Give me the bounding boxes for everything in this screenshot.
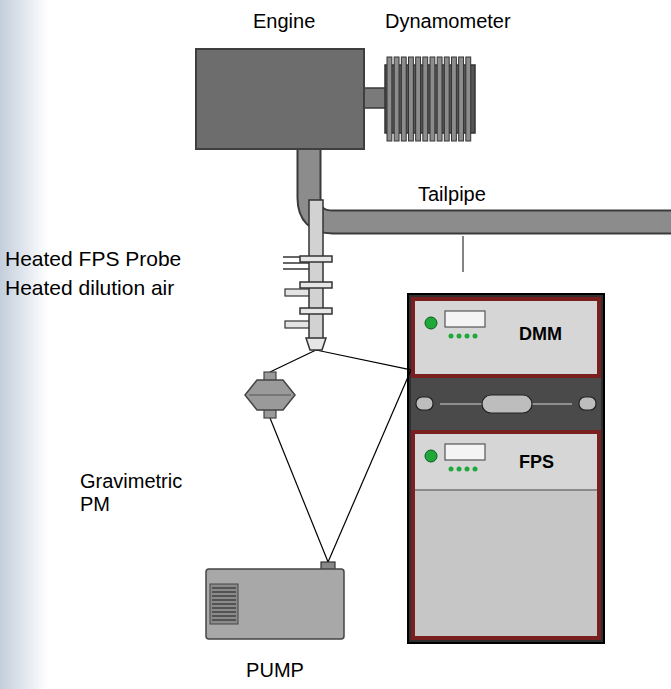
node-label: Engine — [253, 10, 315, 33]
display-window — [445, 311, 485, 327]
engine-body — [196, 49, 364, 149]
grille-slot — [212, 603, 236, 604]
node-label: Heated dilution air — [5, 276, 174, 300]
node-label: PUMP — [246, 659, 304, 682]
node-label: Heated FPS Probe — [5, 247, 181, 271]
tailpipe-outline — [309, 146, 671, 222]
connector-line — [270, 350, 316, 372]
node-label: FPS — [519, 452, 554, 473]
button-dot — [457, 334, 462, 339]
node-outline — [245, 372, 295, 418]
dyno-plate — [387, 57, 392, 141]
grille-slot — [212, 591, 236, 592]
pump-body — [206, 569, 344, 639]
rack-band — [411, 378, 601, 430]
grille-slot — [212, 587, 236, 588]
probe-tube — [309, 200, 323, 340]
dyno-plate — [459, 57, 464, 141]
node-outline — [411, 430, 601, 640]
dynamometer: Dynamometer — [385, 55, 475, 143]
instrument-lower — [415, 490, 597, 636]
button-dot — [473, 467, 478, 472]
dyno-plate — [444, 57, 449, 141]
dyno-plate — [416, 57, 421, 141]
dyno-plate — [452, 57, 457, 141]
button-dot — [473, 334, 478, 339]
instrument-panel — [413, 299, 599, 376]
filter-seam — [249, 395, 291, 396]
dyno-plate — [430, 57, 435, 141]
rack-handle — [416, 397, 433, 410]
button-dot — [465, 334, 470, 339]
panel-divider — [415, 489, 597, 491]
grille-slot — [212, 599, 236, 600]
rack-handle — [482, 395, 532, 413]
dyno-plate — [394, 57, 399, 141]
dyno-plate — [401, 57, 406, 141]
pump-grille — [210, 584, 238, 624]
node-outline — [300, 200, 332, 350]
grille-slot — [212, 611, 236, 612]
grille-slot — [212, 619, 236, 620]
pump: PUMP — [205, 562, 345, 640]
probe-flange — [300, 282, 332, 288]
display-window — [445, 444, 485, 460]
button-dot — [449, 334, 454, 339]
node-label: DMM — [519, 324, 562, 345]
button-dot — [457, 467, 462, 472]
connector-line — [328, 370, 411, 562]
rack-handle — [579, 397, 596, 410]
dilution-air-inlet — [285, 321, 310, 328]
filter-holder: Gravimetric PM — [245, 372, 295, 418]
connector-line — [270, 418, 328, 562]
drive-shaft — [363, 88, 387, 108]
power-led — [425, 317, 437, 329]
button-dot — [465, 467, 470, 472]
node-outline — [411, 297, 601, 378]
node-label: Dynamometer — [385, 10, 511, 33]
button-dot — [449, 467, 454, 472]
node-outline — [205, 562, 345, 640]
dyno-plate — [437, 57, 442, 141]
dmm-instrument: DMM — [411, 297, 601, 378]
instrument-rack — [408, 294, 604, 643]
node-outline — [385, 55, 475, 143]
grille-slot — [212, 615, 236, 616]
probe-tip — [306, 338, 326, 350]
dyno-plate — [409, 57, 414, 141]
tailpipe — [309, 146, 671, 222]
side-band — [0, 0, 48, 689]
node-outline — [195, 48, 365, 150]
power-led — [425, 450, 437, 462]
grille-slot — [212, 607, 236, 608]
leader-line — [462, 236, 463, 272]
probe-flange — [300, 308, 332, 314]
probe-flange — [300, 256, 332, 262]
filter-body — [245, 380, 295, 410]
dyno-plate — [466, 57, 471, 141]
heater-wire — [283, 268, 310, 270]
dilution-air-inlet — [285, 289, 310, 296]
connector-line — [316, 350, 411, 370]
fps-probe: Heated FPS ProbeHeated dilution air — [300, 200, 332, 350]
part-label: Tailpipe — [418, 183, 486, 206]
fps-instrument: FPS — [411, 430, 601, 640]
node-label: Gravimetric PM — [80, 470, 182, 516]
grille-slot — [212, 595, 236, 596]
dyno-plate — [423, 57, 428, 141]
engine-block: Engine — [195, 48, 365, 150]
instrument-panel — [413, 432, 599, 638]
